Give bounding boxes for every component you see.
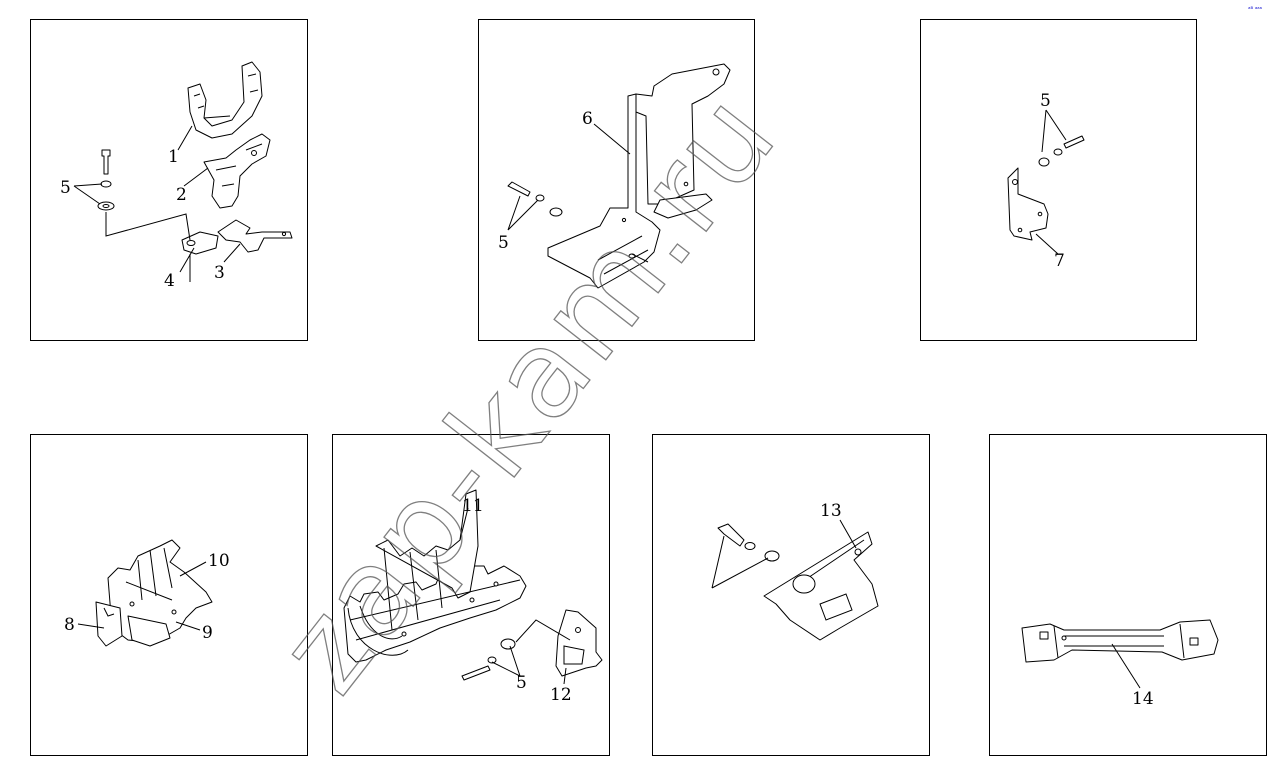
part-1-bracket <box>187 61 263 139</box>
corner-mark: ᵃᴮ ᵃᵃᵃ <box>1248 6 1262 13</box>
label-6: 6 <box>582 109 593 129</box>
label-9: 9 <box>202 623 213 643</box>
part-6-bracket <box>547 63 731 289</box>
panel-7 <box>989 434 1267 756</box>
label-5-p2: 5 <box>498 233 509 253</box>
part-9-plate <box>127 615 171 647</box>
part-2-bracket <box>203 133 271 209</box>
part-4-bracket <box>181 231 219 255</box>
part-5-bolt-washers <box>97 149 115 211</box>
p6-leaders <box>711 519 857 589</box>
label-4: 4 <box>164 271 175 291</box>
label-12: 12 <box>550 685 572 705</box>
part-14-strut <box>1021 619 1219 663</box>
label-14: 14 <box>1132 689 1154 709</box>
p7-leaders <box>1111 643 1141 689</box>
label-3: 3 <box>214 263 225 283</box>
part-12-bracket <box>555 609 603 677</box>
part-5-bolt-washers-p2 <box>507 181 563 217</box>
label-7: 7 <box>1054 251 1065 271</box>
p2-leaders <box>507 123 649 263</box>
label-2: 2 <box>176 185 187 205</box>
p5-leaders <box>459 507 571 685</box>
part-3-bracket <box>217 219 293 253</box>
label-8: 8 <box>64 615 75 635</box>
part-5-bolt-washers-p6 <box>717 523 780 562</box>
label-11: 11 <box>462 496 484 516</box>
p1-leaders <box>73 125 241 282</box>
label-13: 13 <box>820 501 842 521</box>
part-5-bolt-washers-p5 <box>461 638 516 681</box>
p4-leaders <box>77 561 207 631</box>
panel-1 <box>30 19 308 341</box>
p3-leaders <box>1035 109 1067 255</box>
label-5: 5 <box>60 178 71 198</box>
part-5-bolt-washers-p3 <box>1038 135 1085 167</box>
label-1: 1 <box>168 147 179 167</box>
label-5-p3: 5 <box>1040 91 1051 111</box>
part-8-plate <box>95 601 123 647</box>
part-11-rail <box>343 489 527 663</box>
label-5-p5: 5 <box>516 673 527 693</box>
label-10: 10 <box>208 551 230 571</box>
part-7-bracket <box>1007 167 1049 241</box>
panel-3 <box>920 19 1197 341</box>
watermark-text: zap-kam.ru <box>253 67 804 718</box>
part-13-bracket <box>763 531 879 641</box>
